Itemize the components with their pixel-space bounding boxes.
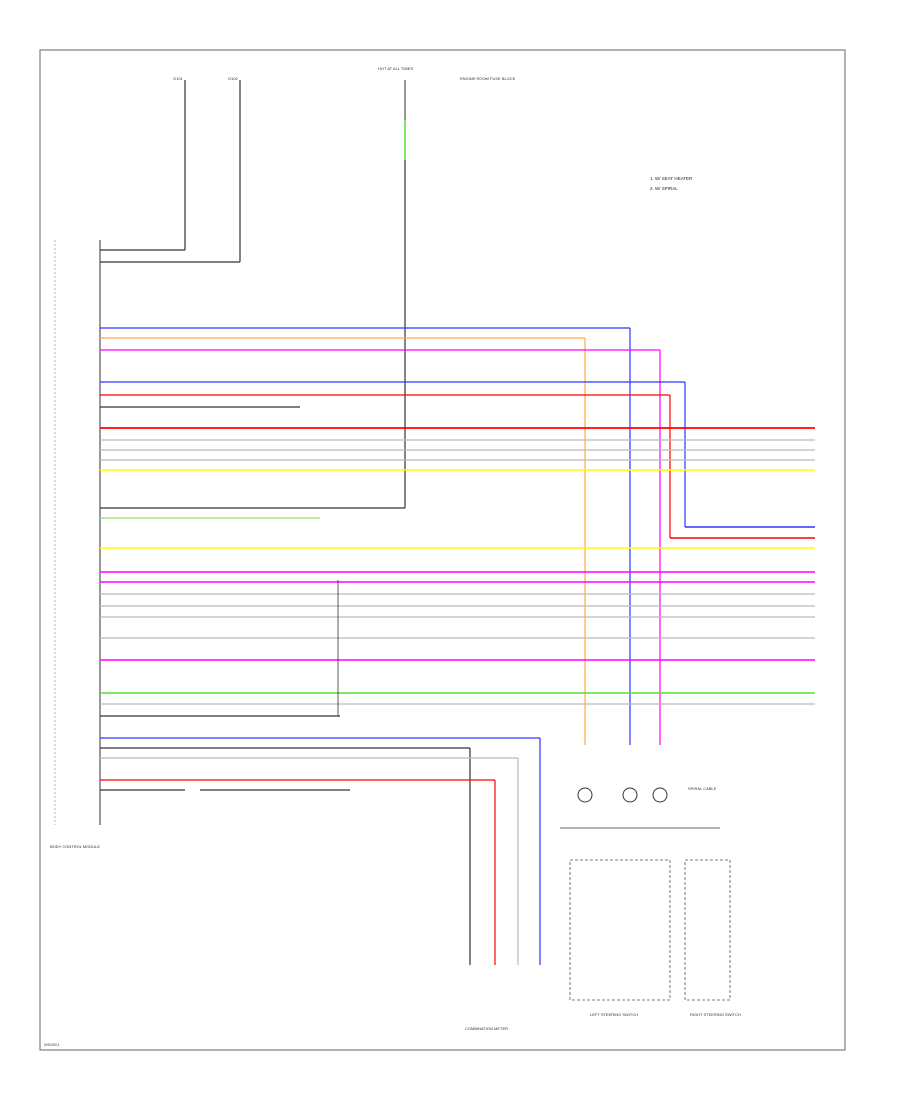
- right-switch-box: [684, 859, 731, 1001]
- ground-label-1: G101: [173, 76, 184, 81]
- spiral-cable-assembly: SPIRAL CABLE LEFT STEERING SWITCH RIGHT …: [560, 786, 741, 1017]
- fuse-feed: HOT AT ALL TIMES ENGINE ROOM FUSE BLOCK: [100, 66, 516, 509]
- fuse-box-label: ENGINE ROOM FUSE BLOCK: [460, 76, 516, 81]
- module-connector: BODY CONTROL MODULE: [50, 240, 101, 849]
- notes-block: 1. W/ SEAT HEATER 2. W/ SPIRAL: [650, 176, 693, 191]
- diagram-frame: [39, 49, 846, 1051]
- wire-bundle: [100, 327, 815, 965]
- fuse-label: HOT AT ALL TIMES: [378, 66, 413, 71]
- connector-bottom-label: COMBINATION METER: [465, 1026, 508, 1031]
- right-switch-label: RIGHT STEERING SWITCH: [690, 1012, 741, 1017]
- switch-box-label: LEFT STEERING SWITCH: [590, 1012, 638, 1017]
- footer-code: WD0001: [44, 1042, 60, 1047]
- ground-connectors: G101 G102: [100, 76, 241, 263]
- note-2: 2. W/ SPIRAL: [650, 186, 678, 191]
- module-label: BODY CONTROL MODULE: [50, 844, 100, 849]
- bottom-connector: COMBINATION METER: [465, 1026, 508, 1031]
- note-1: 1. W/ SEAT HEATER: [650, 176, 693, 181]
- left-switch-box: [569, 859, 671, 1001]
- spiral-label: SPIRAL CABLE: [688, 786, 717, 791]
- ground-label-2: G102: [228, 76, 239, 81]
